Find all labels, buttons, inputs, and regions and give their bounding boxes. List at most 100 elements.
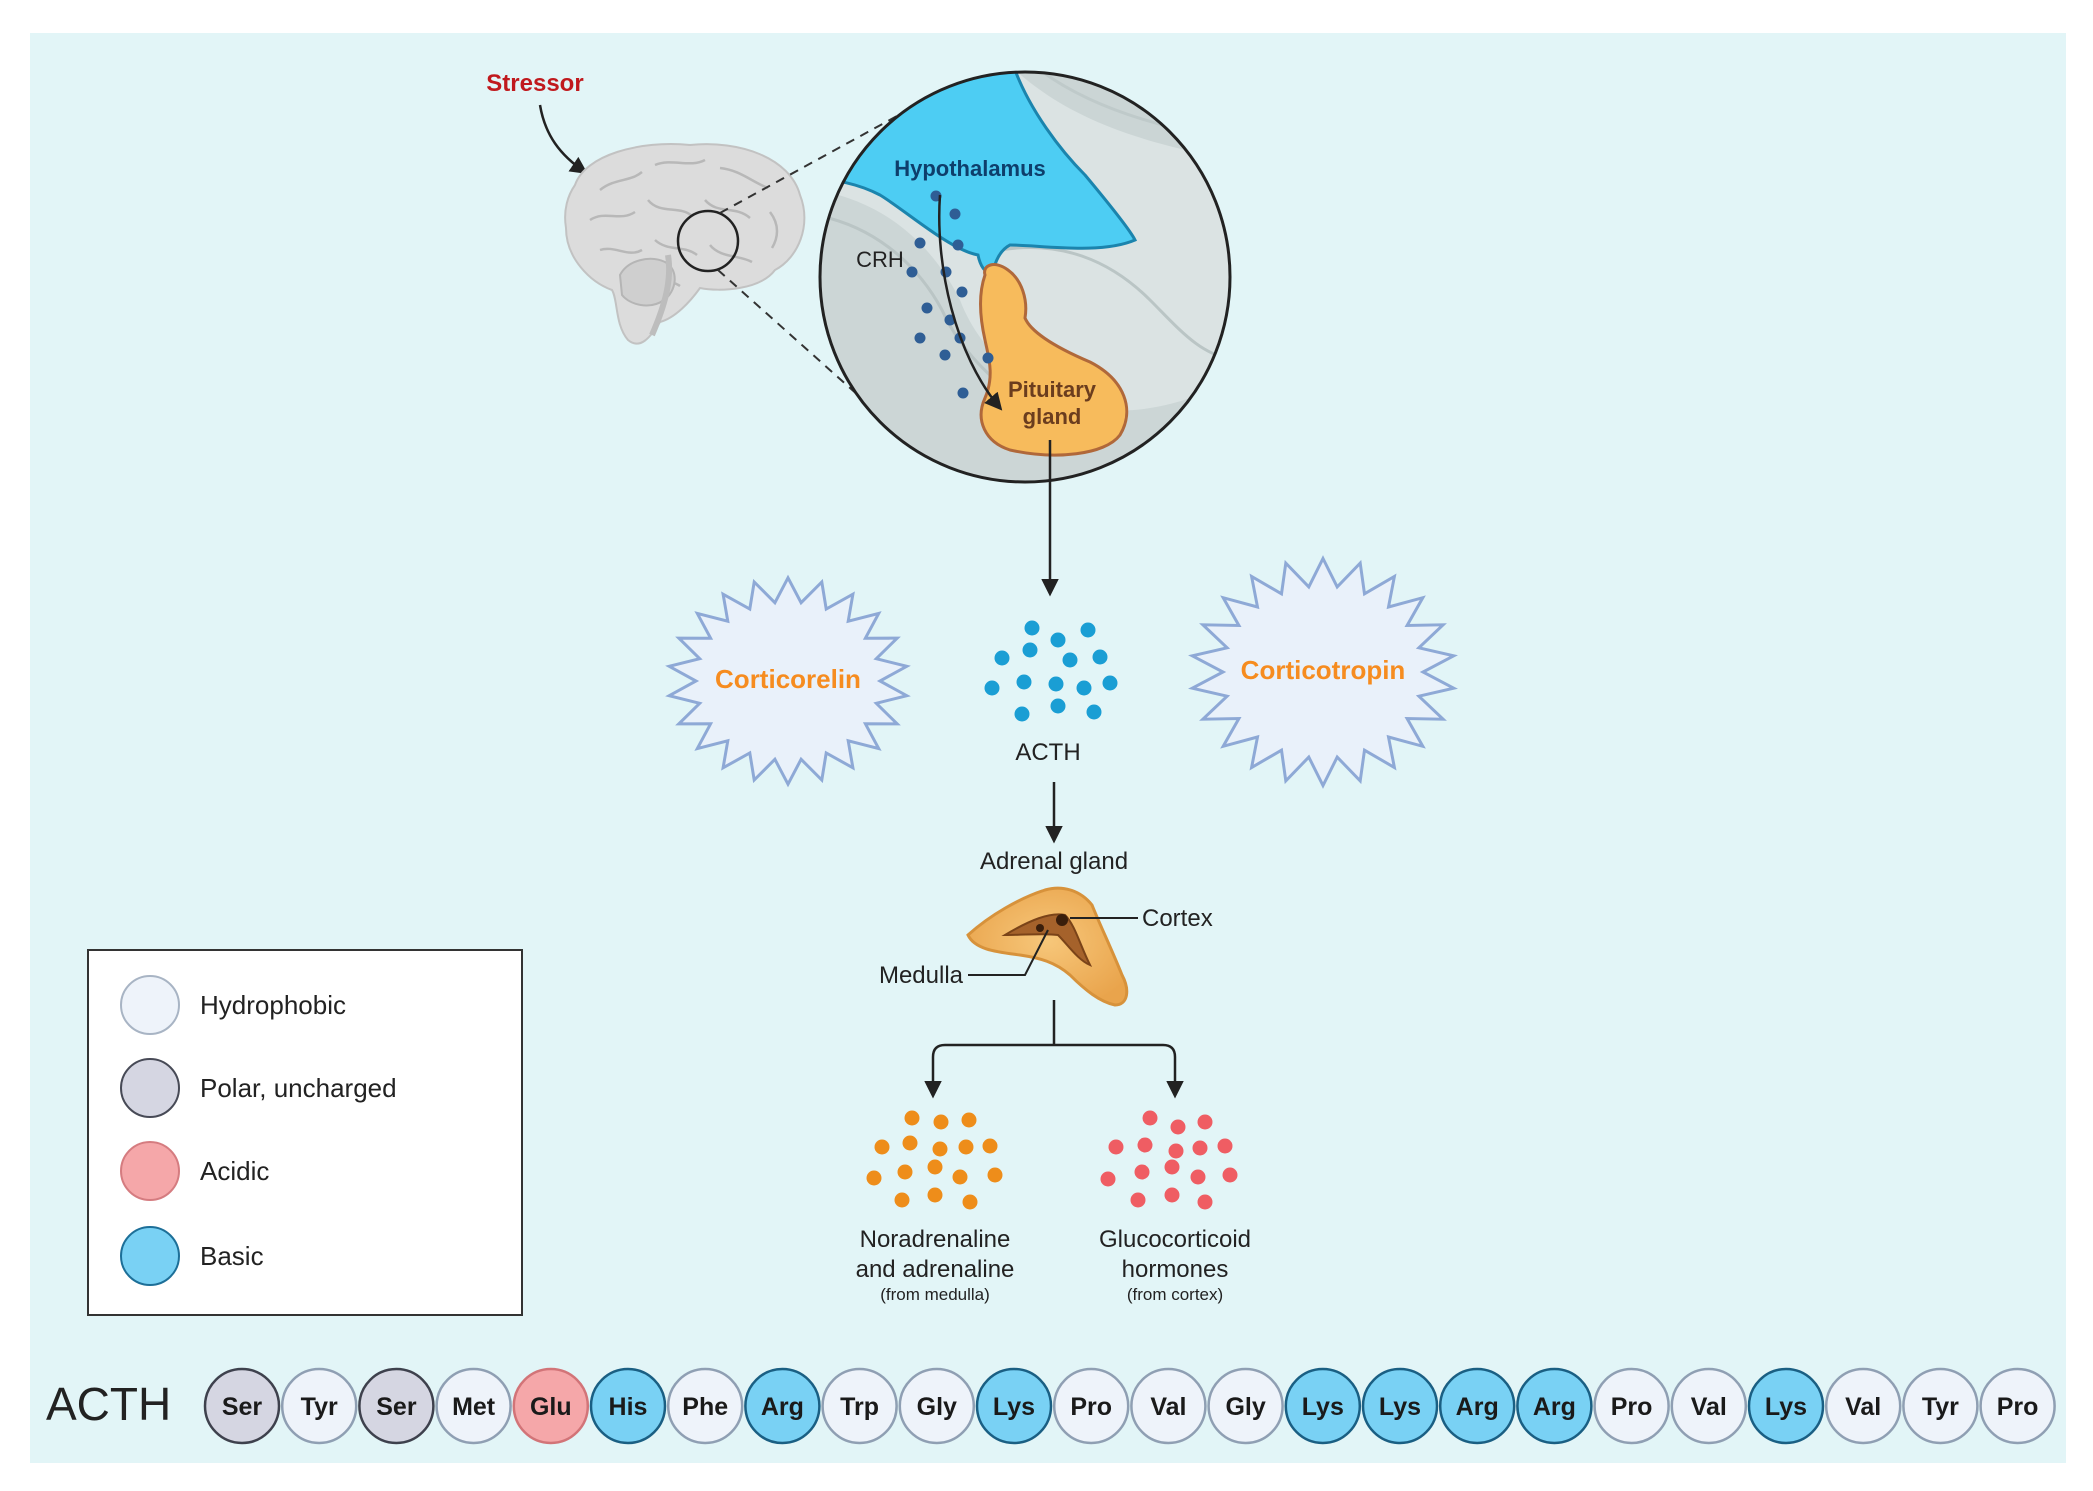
legend-label-polar: Polar, uncharged <box>200 1073 397 1103</box>
hypothalamus-label: Hypothalamus <box>894 156 1046 181</box>
residue-polar <box>203 1367 281 1445</box>
acth-dot <box>994 650 1010 666</box>
noradrenaline-dot <box>961 1112 977 1128</box>
glucocorticoid-dot <box>1137 1137 1153 1153</box>
zoom-circle-border <box>818 70 1232 484</box>
sequence-title: ACTH <box>46 1378 171 1430</box>
stressor-label: Stressor <box>486 70 583 97</box>
brain-zoom-circle <box>676 209 740 273</box>
cortex-label: Cortex <box>1142 905 1213 932</box>
pituitary-label-1: Pituitary <box>1008 377 1097 402</box>
residue-hydrophobic <box>435 1367 512 1445</box>
legend-label-hydrophobic: Hydrophobic <box>200 990 346 1020</box>
legend: Hydrophobic Polar, uncharged Acidic Basi… <box>87 949 523 1316</box>
legend-swatch-basic <box>120 1226 180 1286</box>
glucocorticoid-dot <box>1164 1159 1180 1175</box>
residue-basic <box>1438 1367 1516 1445</box>
residue-label: Val <box>1150 1393 1186 1421</box>
brain-icon <box>564 143 806 345</box>
glucocorticoid-dot <box>1168 1143 1184 1159</box>
zoom-line-top <box>719 109 909 214</box>
acth-dot <box>1022 642 1038 658</box>
noradrenaline-dot <box>958 1139 974 1155</box>
zoom-view <box>820 72 1230 482</box>
residue-hydrophobic <box>1979 1367 2056 1445</box>
glucocorticoid-dots <box>1100 1110 1238 1210</box>
noradrenaline-dot <box>982 1138 998 1154</box>
zoom-line-bottom <box>717 269 879 414</box>
residue-label: Lys <box>1379 1393 1421 1421</box>
crh-dot <box>914 332 926 344</box>
corticorelin-starburst <box>665 574 911 788</box>
acth-dot <box>1048 676 1064 692</box>
residue-basic <box>744 1367 821 1445</box>
branch-left-arrow <box>924 1043 1054 1099</box>
crh-dot <box>982 352 994 364</box>
glucocorticoid-dot <box>1134 1164 1150 1180</box>
residue-label: His <box>609 1393 648 1421</box>
residue-basic <box>1284 1367 1362 1445</box>
residue-label: Gly <box>1225 1393 1265 1421</box>
acth-dot <box>984 680 1000 696</box>
legend-swatch-polar <box>120 1058 180 1118</box>
corticotropin-label: Corticotropin <box>1241 655 1406 685</box>
residue-hydrophobic <box>666 1367 744 1445</box>
glucocorticoid-source: (from cortex) <box>1127 1285 1223 1304</box>
residue-basic <box>1516 1367 1593 1445</box>
legend-label-basic: Basic <box>200 1241 264 1271</box>
glucocorticoid-dot <box>1142 1110 1158 1126</box>
noradrenaline-dot <box>932 1141 948 1157</box>
glucocorticoid-dot <box>1190 1169 1206 1185</box>
acth-dot <box>1016 674 1032 690</box>
residue-label: Glu <box>530 1393 572 1421</box>
residue-basic <box>589 1367 667 1445</box>
hypothalamus-shape <box>820 72 1138 275</box>
glucocorticoid-dot <box>1192 1140 1208 1156</box>
noradrenaline-dot <box>927 1159 943 1175</box>
crh-arrow <box>938 194 1003 411</box>
glucocorticoid-label-2: hormones <box>1122 1256 1229 1283</box>
adrenal-gland-label: Adrenal gland <box>980 848 1128 875</box>
residue-label: Tyr <box>301 1393 338 1421</box>
residue-hydrophobic <box>1207 1367 1284 1445</box>
residue-hydrophobic <box>1130 1367 1207 1445</box>
residue-label: Gly <box>917 1393 957 1421</box>
noradrenaline-dot <box>904 1110 920 1126</box>
noradrenaline-dot <box>894 1192 910 1208</box>
crh-dot <box>921 302 933 314</box>
acth-dots <box>984 620 1118 722</box>
acth-dot <box>1062 652 1078 668</box>
residue-label: Val <box>1691 1393 1727 1421</box>
residue-hydrophobic <box>1052 1367 1130 1445</box>
noradrenaline-dot <box>987 1167 1003 1183</box>
acth-cluster-label: ACTH <box>1015 739 1080 766</box>
acth-dot <box>1102 675 1118 691</box>
noradrenaline-dot <box>927 1187 943 1203</box>
noradrenaline-dot <box>902 1135 918 1151</box>
residue-label: Tyr <box>1922 1393 1959 1421</box>
crh-dot <box>957 387 969 399</box>
acth-dot <box>1080 622 1096 638</box>
residue-basic <box>975 1367 1053 1445</box>
glucocorticoid-label-1: Glucocorticoid <box>1099 1226 1251 1253</box>
glucocorticoid-dot <box>1197 1114 1213 1130</box>
noradrenaline-dots <box>866 1110 1003 1210</box>
crh-dot <box>939 349 951 361</box>
residue-hydrophobic <box>1902 1367 1979 1445</box>
glucocorticoid-dot <box>1197 1194 1213 1210</box>
legend-swatch-acidic <box>120 1141 180 1201</box>
corticotropin-badge: Corticotropin <box>1188 555 1458 789</box>
residue-label: Trp <box>840 1393 879 1421</box>
residue-label: Pro <box>1070 1393 1112 1421</box>
glucocorticoid-dot <box>1164 1187 1180 1203</box>
residue-label: Lys <box>1765 1393 1807 1421</box>
residue-label: Lys <box>1302 1393 1344 1421</box>
medulla-label: Medulla <box>879 962 964 989</box>
noradrenaline-dot <box>866 1170 882 1186</box>
legend-label-acidic: Acidic <box>200 1156 269 1186</box>
glucocorticoid-dot <box>1108 1139 1124 1155</box>
noradrenaline-dot <box>962 1194 978 1210</box>
residue-polar <box>358 1367 435 1445</box>
legend-swatch-hydrophobic <box>120 975 180 1035</box>
